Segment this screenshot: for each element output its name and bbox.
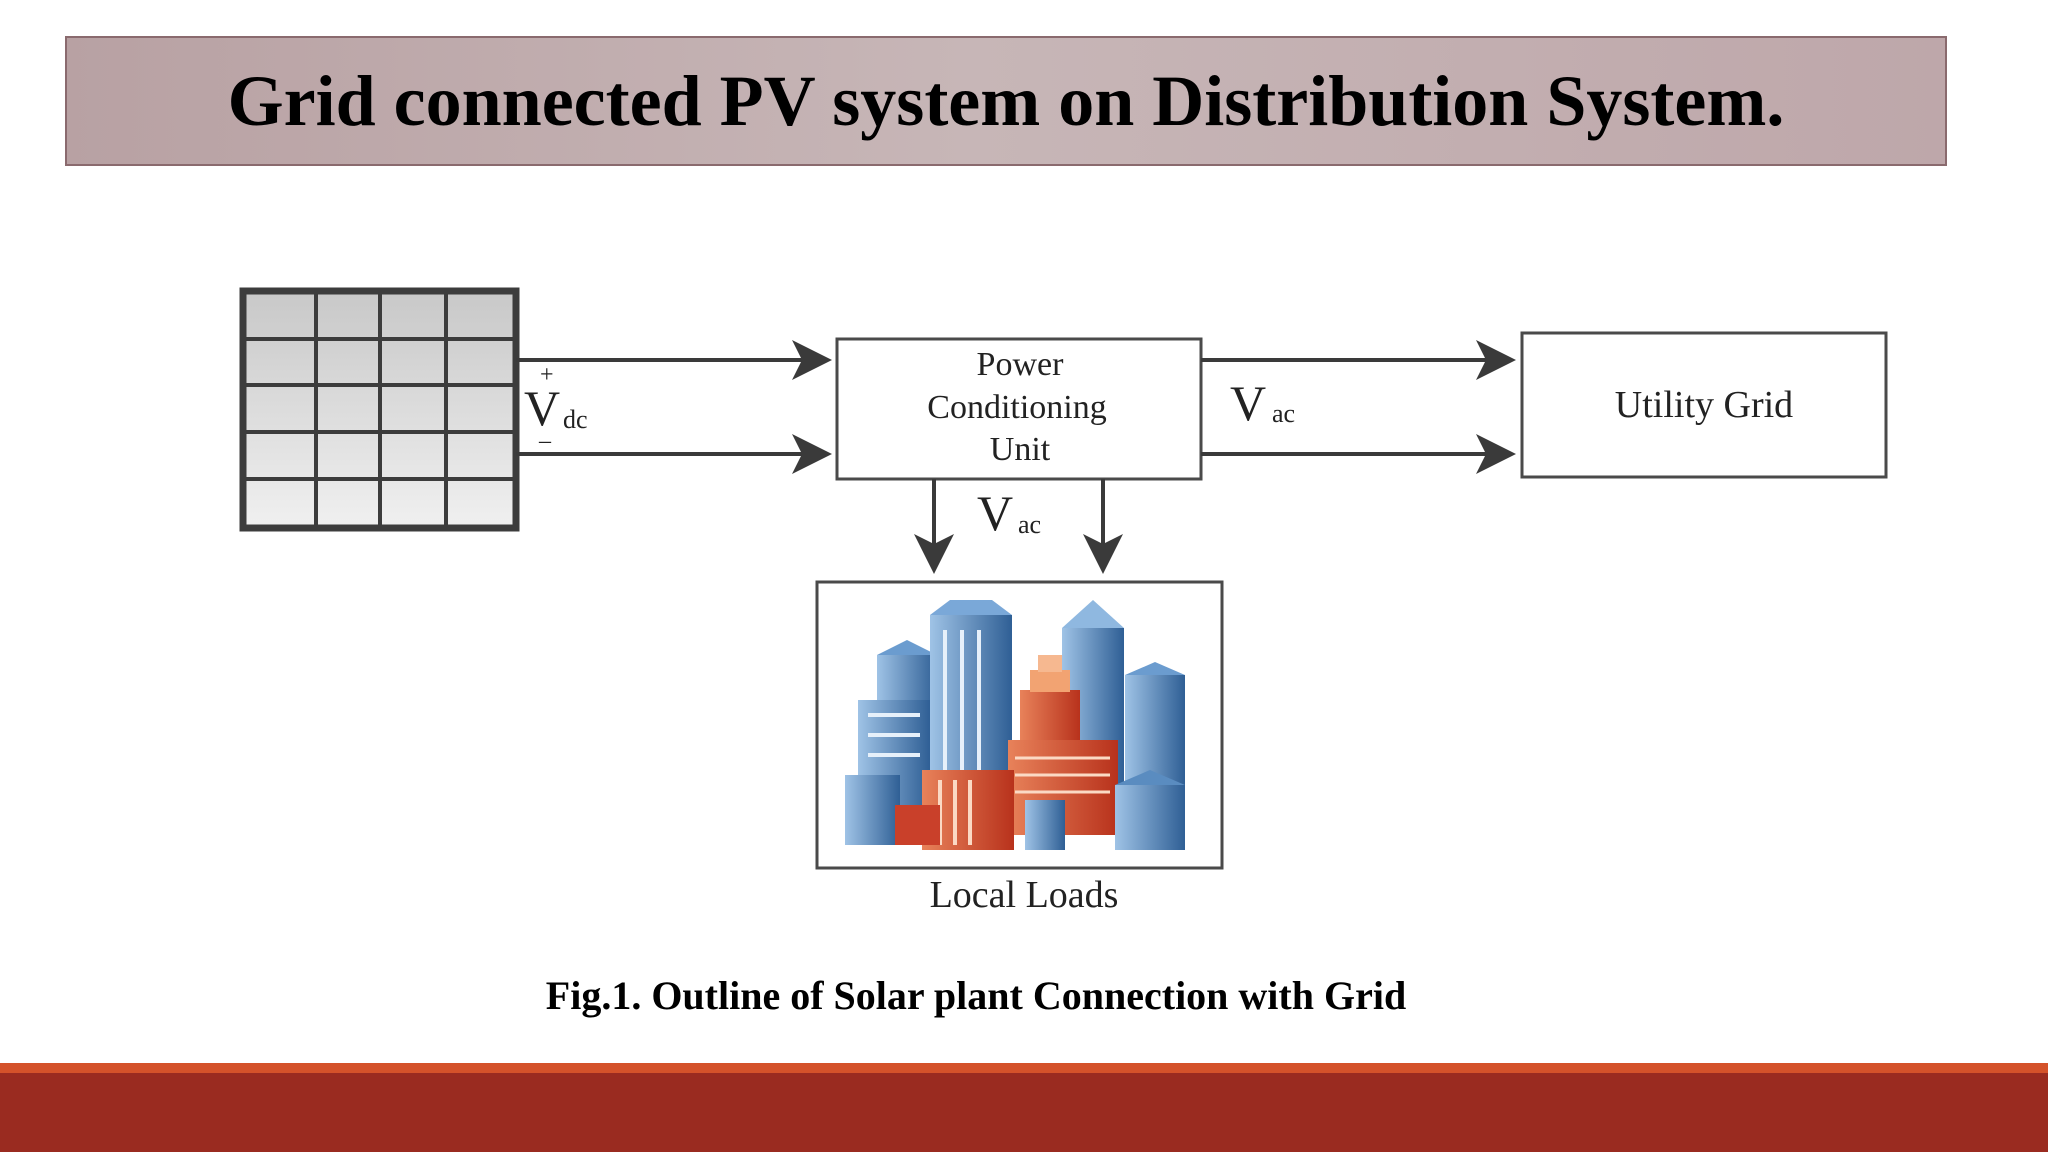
solar-panel-icon <box>239 287 520 532</box>
slide-title: Grid connected PV system on Distribution… <box>227 60 1785 141</box>
vdc-minus-sign: – <box>538 428 552 454</box>
utility-grid-label: Utility Grid <box>1615 384 1793 426</box>
pcu-label-line1: Power <box>977 346 1065 383</box>
local-loads-label: Local Loads <box>930 874 1119 916</box>
vac-right-label-main: V <box>1230 375 1266 431</box>
vdc-plus-sign: + <box>540 362 554 388</box>
power-conditioning-unit-box <box>835 337 1203 481</box>
vdc-label-main: V <box>524 380 560 436</box>
figure-caption: Fig.1. Outline of Solar plant Connection… <box>545 973 1407 1018</box>
pcu-label-line2: Conditioning <box>927 389 1106 426</box>
footer-accent-line <box>0 1063 2048 1073</box>
vac-right-label-sub: ac <box>1272 399 1295 428</box>
pcu-label-line3: Unit <box>990 431 1051 468</box>
utility-grid-box <box>1520 331 1888 479</box>
city-buildings-icon <box>845 600 1185 850</box>
vac-down-label-main: V <box>977 485 1013 541</box>
title-banner: Grid connected PV system on Distribution… <box>65 36 1947 166</box>
vac-down-label-sub: ac <box>1018 510 1041 539</box>
footer-bar <box>0 1073 2048 1152</box>
vdc-label-sub: dc <box>563 405 588 434</box>
